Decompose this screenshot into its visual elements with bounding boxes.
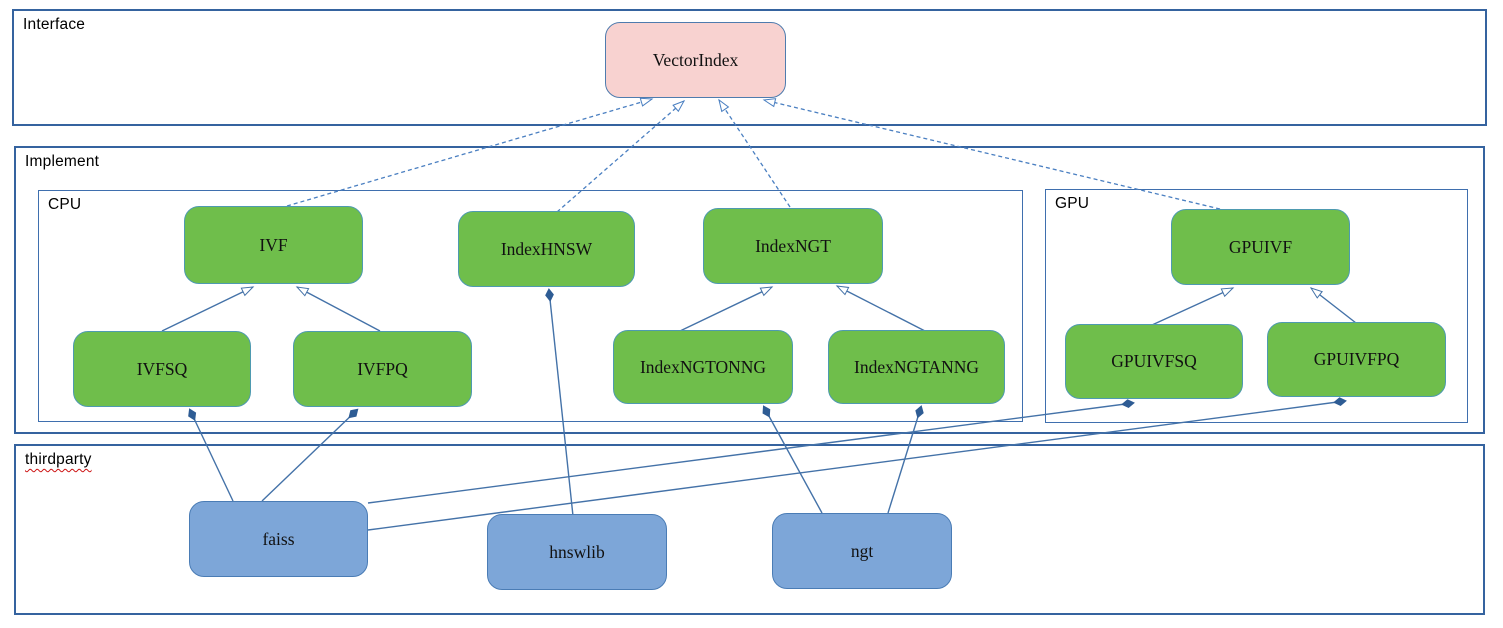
node-faiss: faiss [189,501,368,577]
node-ivfpq-label: IVFPQ [357,358,408,379]
node-ivf-label: IVF [259,234,288,255]
node-indexhnsw-label: IndexHNSW [500,238,593,259]
node-ivfpq: IVFPQ [293,331,472,407]
node-gpuivfsq-label: GPUIVFSQ [1111,351,1197,371]
node-indexngtonng-label: IndexNGTONNG [639,356,767,377]
node-vectorindex-label: VectorIndex [652,49,739,70]
node-faiss-label: faiss [262,528,295,549]
gpu-group-label: GPU [1055,195,1090,212]
node-indexngt: IndexNGT [703,208,883,284]
node-hnswlib: hnswlib [487,514,667,590]
node-indexngtanng: IndexNGTANNG [828,330,1005,404]
node-ivfsq-label: IVFSQ [136,358,188,379]
node-ivf: IVF [184,206,363,284]
node-ngt-label: ngt [850,540,874,561]
node-indexngtanng-label: IndexNGTANNG [854,356,979,377]
node-gpuivfpq: GPUIVFPQ [1267,322,1446,397]
node-indexhnsw: IndexHNSW [458,211,635,287]
node-indexngt-label: IndexNGT [755,235,831,256]
node-gpuivf: GPUIVF [1171,209,1350,285]
interface-layer-label: Interface [23,16,86,33]
thirdparty-layer-label: thirdparty [25,451,92,468]
node-ivfsq: IVFSQ [73,331,251,407]
node-vectorindex: VectorIndex [605,22,786,98]
node-gpuivfsq: GPUIVFSQ [1065,324,1243,399]
implement-layer-label: Implement [25,153,100,170]
node-gpuivf-label: GPUIVF [1228,236,1293,257]
node-gpuivfpq-label: GPUIVFPQ [1313,349,1400,369]
node-hnswlib-label: hnswlib [549,541,605,562]
node-ngt: ngt [772,513,952,589]
node-indexngtonng: IndexNGTONNG [613,330,793,404]
cpu-group-label: CPU [48,196,82,213]
